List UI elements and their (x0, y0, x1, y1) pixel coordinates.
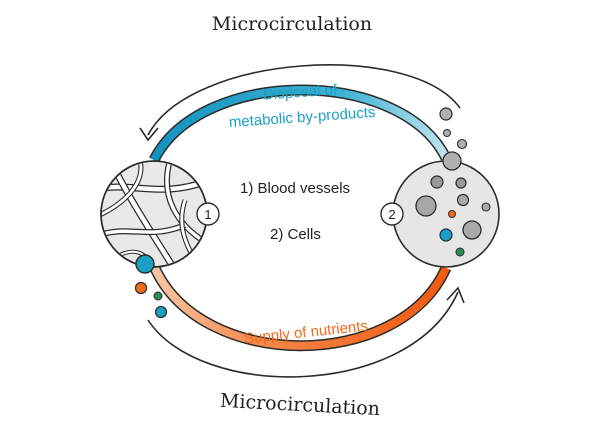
cell-blue (439, 228, 453, 242)
title-bottom: Microcirculation (219, 390, 380, 420)
legend-blood-vessels: 1) Blood vessels (240, 180, 350, 197)
cell-green (455, 247, 465, 257)
outer-arrow-arc-bottom (147, 291, 459, 378)
node1-badge (196, 202, 220, 226)
outer-arrow-arc-top (147, 64, 461, 136)
byproduct-particle (439, 107, 453, 121)
cell-orange (448, 210, 456, 218)
node2-badge (380, 202, 404, 226)
node-blood-vessels: 1 (100, 160, 220, 268)
cell-grey (481, 202, 491, 212)
nutrient-particle-orange (134, 281, 148, 295)
arc-top-label-line1: Disposal of (262, 81, 338, 103)
node2-number: 2 (388, 207, 395, 222)
byproduct-particle (456, 138, 468, 150)
byproduct-particle (442, 151, 462, 171)
outer-arrow-head-bottom (446, 286, 465, 304)
title-top: Microcirculation (212, 13, 372, 35)
arc-blue-disposal-fill (150, 86, 450, 162)
arc-top-label-line2: metabolic by-products (228, 104, 376, 131)
cell-grey (415, 195, 437, 217)
cell-grey (430, 175, 444, 189)
nutrient-particle-green (153, 291, 163, 301)
cell-grey (455, 177, 467, 189)
cell-grey (462, 220, 482, 240)
outer-arrow-head-top (139, 127, 159, 142)
nutrient-particle-blue-small (154, 305, 168, 319)
vessel-network-icon (102, 162, 206, 266)
arc-orange-supply-fill (150, 264, 450, 350)
node1-number: 1 (204, 207, 211, 222)
legend-cells: 2) Cells (270, 226, 321, 243)
cell-grey (456, 193, 470, 207)
byproduct-particle (443, 129, 451, 137)
node-cells: 2 (380, 160, 500, 268)
nutrient-particle-blue-large (135, 254, 155, 274)
